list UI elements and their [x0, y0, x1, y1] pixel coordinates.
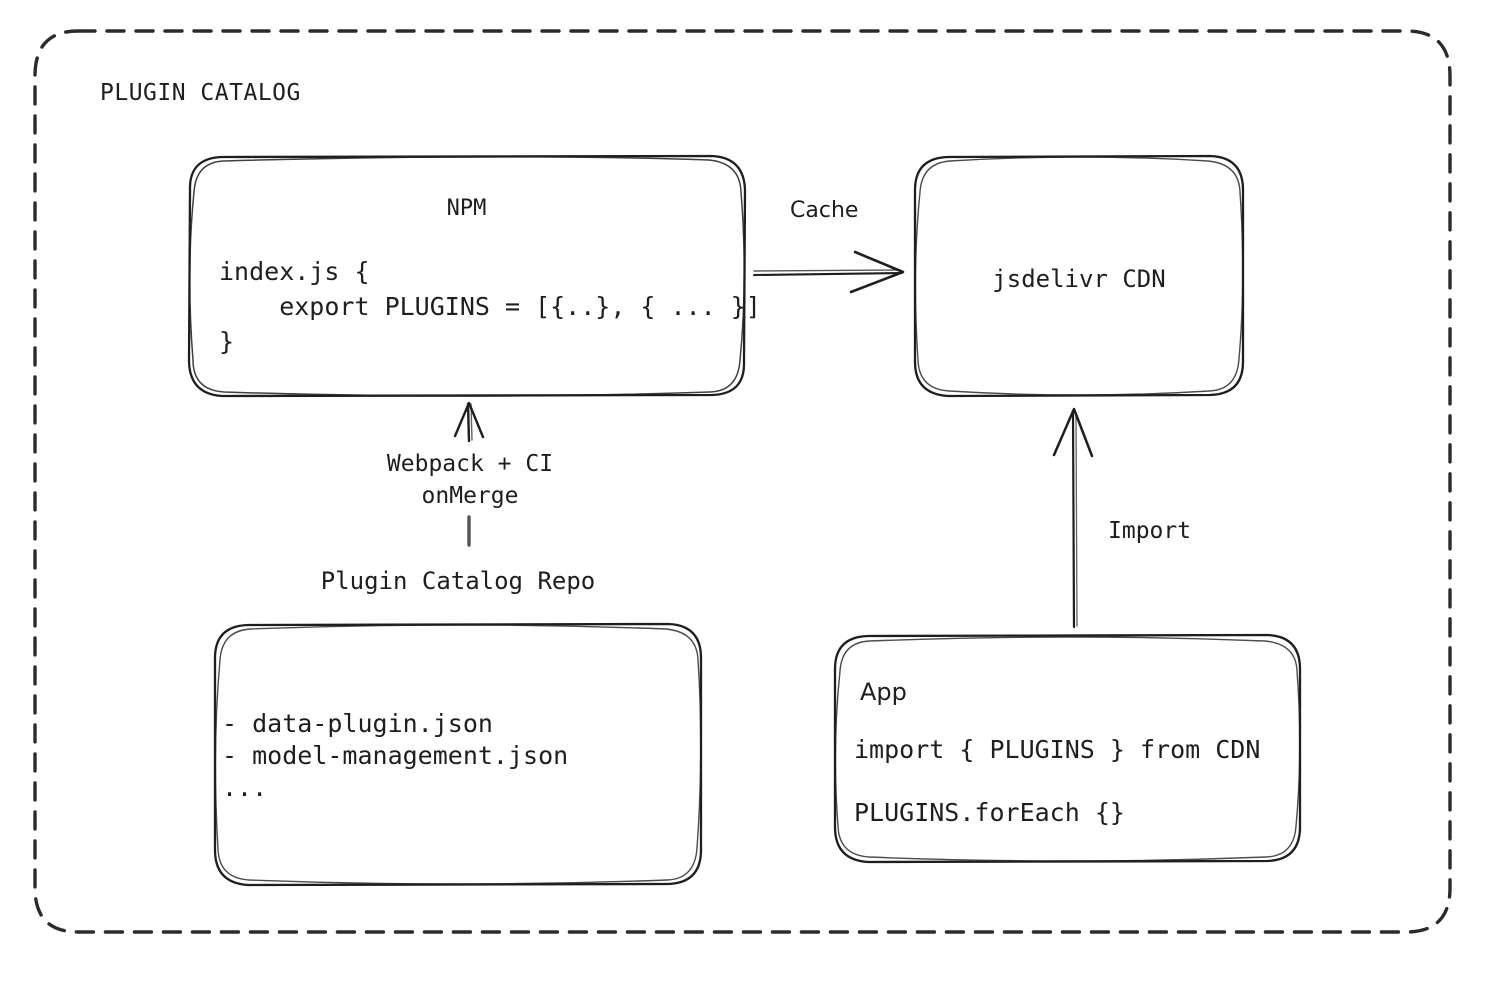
cache-edge-label: Cache — [790, 198, 859, 223]
app-node-title: App — [860, 678, 907, 706]
cdn-node-title: jsdelivr CDN — [992, 265, 1166, 293]
npm-node-code: index.js { export PLUGINS = [{..}, { ...… — [219, 257, 761, 356]
repo-node-title: Plugin Catalog Repo — [320, 567, 596, 595]
app-node-code-line-2: PLUGINS.forEach {} — [854, 798, 1125, 827]
import-arrow — [1052, 407, 1094, 629]
import-edge-label: Import — [1108, 518, 1192, 544]
cache-arrow — [752, 250, 905, 294]
page-title: PLUGIN CATALOG — [100, 80, 301, 106]
app-node-code-line-1: import { PLUGINS } from CDN — [854, 735, 1261, 764]
build-edge-label: Webpack + CI onMerge — [386, 451, 554, 509]
npm-node-title: NPM — [446, 196, 487, 221]
repo-node-items: - data-plugin.json - model-management.js… — [222, 709, 569, 802]
